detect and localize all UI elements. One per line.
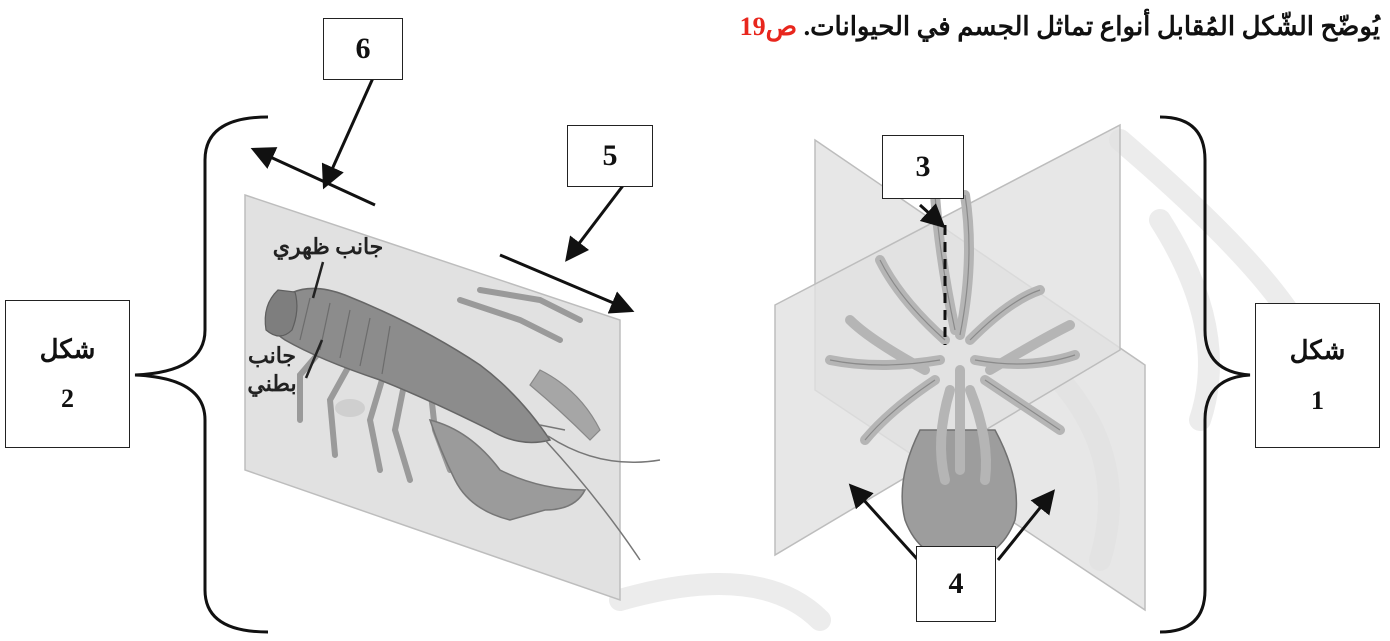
shape-2-word: شكل bbox=[40, 325, 96, 374]
label-box-3: 3 bbox=[882, 135, 964, 199]
dorsal-side-label: جانب ظهري bbox=[258, 233, 398, 261]
shape-2-number: 2 bbox=[61, 374, 74, 423]
ventral-side-label: جانب بطني bbox=[232, 342, 312, 397]
shape-2-box: شكل 2 bbox=[5, 300, 130, 448]
label-box-5: 5 bbox=[567, 125, 653, 187]
ventral-label-line-2: بطني bbox=[232, 370, 312, 398]
shape-1-word: شكل bbox=[1290, 326, 1346, 375]
label-box-4: 4 bbox=[916, 546, 996, 622]
label-box-6: 6 bbox=[323, 18, 403, 80]
shape-1-number: 1 bbox=[1311, 376, 1324, 425]
ventral-label-line-1: جانب bbox=[232, 342, 312, 370]
shape-1-box: شكل 1 bbox=[1255, 303, 1380, 448]
